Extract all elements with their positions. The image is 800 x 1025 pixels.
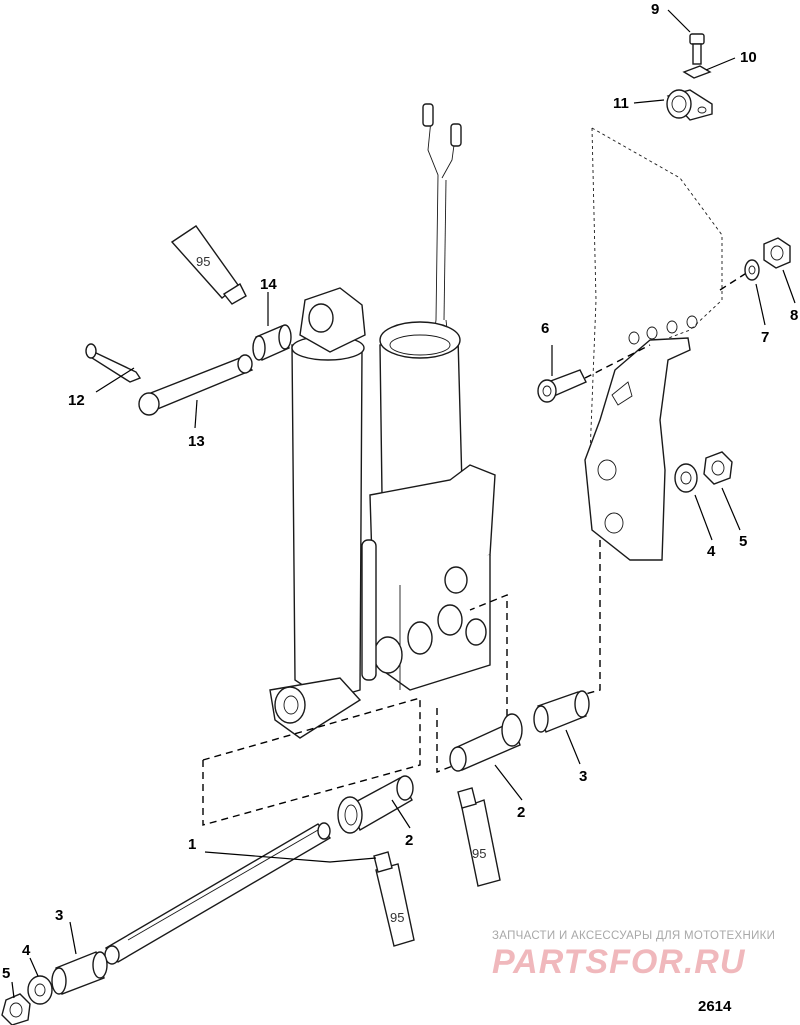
callout-6: 6: [541, 320, 549, 337]
washer-top: [682, 65, 712, 79]
nut-right: [703, 451, 733, 485]
callout-8: 8: [790, 307, 798, 324]
callout-2-lower: 2: [405, 832, 413, 849]
alignment-dashes-right: [436, 593, 508, 774]
grease-tube-label-right: 95: [472, 846, 486, 861]
alignment-dashes-bolt: [584, 344, 651, 379]
leader-lines: [11, 9, 796, 999]
callout-10: 10: [740, 49, 757, 66]
alignment-dashes-lower: [202, 697, 421, 826]
cotter-pin: [85, 343, 142, 383]
callout-4-lower: 4: [22, 942, 31, 959]
nut-small: [763, 237, 791, 269]
trim-cylinder-assembly: [269, 103, 496, 739]
grease-tube-label-upper: 95: [196, 254, 210, 269]
alignment-dashes-bracket: [544, 540, 601, 706]
grease-tube-lower: 95: [373, 851, 415, 947]
callout-1: 1: [188, 836, 196, 853]
callout-7: 7: [761, 329, 769, 346]
lower-pin: [104, 822, 332, 965]
upper-pin: [138, 354, 254, 416]
watermark-logo: PARTSFOR.RU: [492, 943, 746, 981]
callout-12: 12: [68, 392, 85, 409]
callout-5-right: 5: [739, 533, 747, 550]
callout-13: 13: [188, 433, 205, 450]
flanged-bushing-lower: [337, 775, 414, 834]
drawing-number: 2614: [698, 998, 732, 1015]
callout-11: 11: [613, 95, 629, 112]
transom-bracket: [584, 127, 723, 561]
callouts: 1 2 2 3 3 4 4 5 5 6 7 8 9 10 11 12 13 14: [2, 1, 798, 982]
cable-clamp: [666, 89, 713, 121]
callout-3-right: 3: [579, 768, 587, 785]
washer-small: [744, 259, 760, 281]
bushing-lower: [51, 951, 108, 995]
callout-5-lower: 5: [2, 965, 10, 982]
callout-9: 9: [651, 1, 659, 18]
screw-top: [689, 33, 705, 65]
grease-tube-right: 95: [457, 787, 501, 887]
grease-tube-upper: 95: [170, 225, 247, 305]
callout-14: 14: [260, 276, 277, 293]
flanged-bushing-right: [449, 713, 523, 772]
nut-lower: [1, 993, 31, 1025]
upper-bushing: [252, 324, 292, 361]
alignment-dashes-nut: [719, 271, 749, 291]
grease-tube-label-lower: 95: [390, 910, 404, 925]
callout-2-right: 2: [517, 804, 525, 821]
bolt: [537, 369, 587, 403]
bushing-right: [533, 690, 590, 733]
callout-4-right: 4: [707, 543, 716, 560]
washer-right: [674, 463, 698, 493]
callout-3-lower: 3: [55, 907, 63, 924]
washer-lower: [27, 975, 53, 1005]
watermark-tagline: ЗАПЧАСТИ И АКСЕССУАРЫ ДЛЯ МОТОТЕХНИКИ: [492, 930, 776, 942]
